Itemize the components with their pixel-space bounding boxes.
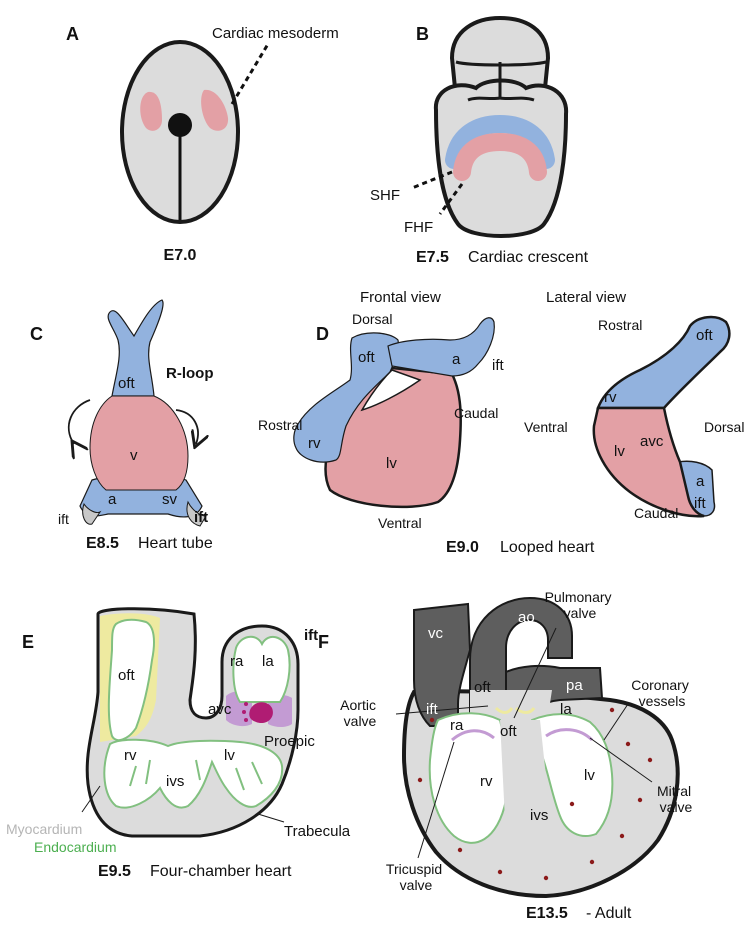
d-lateral-rv: rv (604, 389, 617, 406)
e-la-label: la (262, 653, 274, 670)
f-mitral-valve-label: Mitral valve (657, 783, 695, 815)
panel-c-letter: C (30, 324, 43, 344)
stage-e9-0: E9.0 (446, 539, 479, 556)
e-myocardium-label: Myocardium (6, 821, 82, 837)
panel-d: D Frontal view Lateral view Dorsal oft a… (258, 289, 744, 556)
d-frontal-a: a (452, 351, 461, 368)
d-frontal-rostral: Rostral (258, 417, 302, 433)
e-endocardium-label: Endocardium (34, 839, 117, 855)
c-oft-label: oft (118, 375, 136, 392)
e-proepic-dot-3 (244, 718, 248, 722)
cardiac-mesoderm-leader (232, 44, 268, 104)
e-ivs-label: ivs (166, 773, 184, 790)
e-proepic-dot-1 (244, 702, 248, 706)
e-lv-label: lv (224, 747, 235, 764)
frontal-atrium-blue (388, 318, 494, 376)
c-ift-left-label: ift (58, 511, 69, 527)
caption-four-chamber-heart: Four-chamber heart (150, 863, 292, 880)
d-lateral-oft: oft (696, 327, 714, 344)
ventricle-pink (90, 396, 188, 490)
f-ivs-label: ivs (530, 807, 548, 824)
e-ra-label: ra (230, 653, 244, 670)
f-ift-label: ift (426, 701, 439, 718)
d-frontal-ventral: Ventral (378, 515, 422, 531)
f-lv-label: lv (584, 767, 595, 784)
e-trabecula-label: Trabecula (284, 823, 351, 840)
f-ra-label: ra (450, 717, 464, 734)
c-a-label: a (108, 491, 117, 508)
d-frontal-dorsal: Dorsal (352, 311, 392, 327)
panel-f: F Pulmonary valve vc ao pa oft oft (318, 589, 695, 922)
e-ift-label: ift (304, 627, 318, 644)
f-aortic-valve-label: Aortic valve (340, 697, 380, 729)
d-lateral-dorsal: Dorsal (704, 419, 744, 435)
d-lateral-ift: ift (694, 495, 707, 512)
outflow-tract-blue (108, 300, 163, 396)
d-lateral-title: Lateral view (546, 289, 626, 306)
d-lateral-avc: avc (640, 433, 664, 450)
d-lateral-lv: lv (614, 443, 625, 460)
e-proepic-label: Proepic (264, 733, 315, 750)
e-avc-label: avc (208, 701, 232, 718)
d-frontal-rv: rv (308, 435, 321, 452)
stage-e7-0: E7.0 (164, 247, 197, 264)
stage-e8-5: E8.5 (86, 535, 119, 552)
stage-e7-5: E7.5 (416, 249, 449, 266)
d-frontal-title: Frontal view (360, 289, 441, 306)
c-rloop-label: R-loop (166, 365, 213, 382)
f-oft-top-label: oft (474, 679, 492, 696)
stage-e13-5: E13.5 (526, 905, 568, 922)
panel-b-letter: B (416, 24, 429, 44)
panel-c: C oft R-loop v a sv ift ift E8.5 Heart t… (30, 300, 213, 552)
panel-a: A Cardiac mesoderm E7.0 (66, 24, 339, 264)
d-frontal-lv: lv (386, 455, 397, 472)
panel-f-letter: F (318, 632, 329, 652)
stage-e9-5: E9.5 (98, 863, 131, 880)
shf-label: SHF (370, 187, 400, 204)
f-tricuspid-valve-label: Tricuspid valve (386, 861, 446, 893)
f-pa-label: pa (566, 677, 583, 694)
e-trabecula-leader (258, 814, 284, 822)
caption-cardiac-crescent: Cardiac crescent (468, 249, 589, 266)
panel-e-letter: E (22, 632, 34, 652)
f-coronary-vessels-label: Coronary vessels (631, 677, 692, 709)
d-lateral-ventral: Ventral (524, 419, 568, 435)
d-frontal-oft: oft (358, 349, 376, 366)
f-vc-label: vc (428, 625, 444, 642)
caption-adult: - Adult (586, 905, 632, 922)
d-frontal-caudal: Caudal (454, 405, 498, 421)
panel-b: B SHF FHF E7.5 Cardiac crescent (370, 18, 589, 266)
c-ift-right-label: ift (194, 509, 208, 526)
fhf-label: FHF (404, 219, 433, 236)
panel-a-letter: A (66, 24, 79, 44)
d-frontal-ift: ift (492, 357, 505, 374)
d-lateral-rostral: Rostral (598, 317, 642, 333)
c-sv-label: sv (162, 491, 178, 508)
d-lateral-a: a (696, 473, 705, 490)
panel-e: E oft ra la ift avc Proepic rv lv ivs Tr… (6, 609, 351, 880)
cardiac-mesoderm-label: Cardiac mesoderm (212, 25, 339, 42)
e-proepic-dot-2 (242, 710, 246, 714)
f-la-label: la (560, 701, 572, 718)
f-ao-label: ao (518, 609, 535, 626)
e-rv-label: rv (124, 747, 137, 764)
c-v-label: v (130, 447, 138, 464)
e-oft-label: oft (118, 667, 136, 684)
d-lateral-caudal: Caudal (634, 505, 678, 521)
rloop-arrow-left (69, 400, 90, 444)
f-rv-label: rv (480, 773, 493, 790)
caption-looped-heart: Looped heart (500, 539, 595, 556)
caption-heart-tube: Heart tube (138, 535, 213, 552)
panel-d-letter: D (316, 324, 329, 344)
f-oft-mid-label: oft (500, 723, 518, 740)
